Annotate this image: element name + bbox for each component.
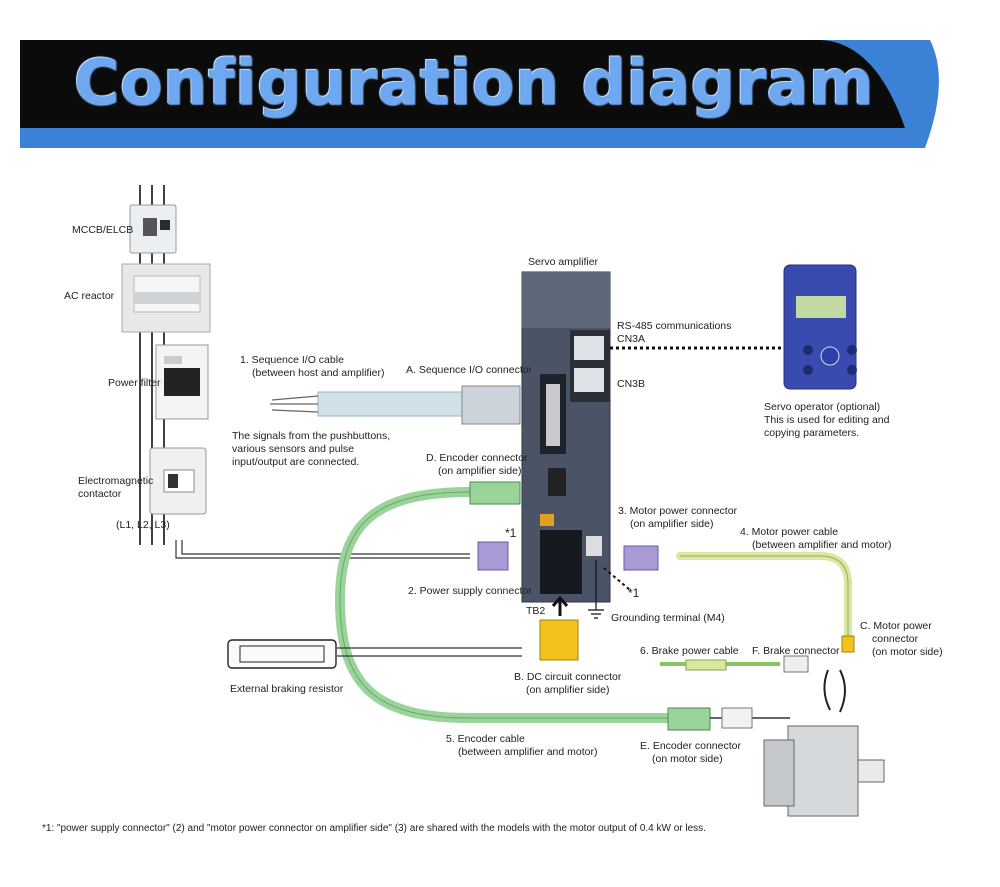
- page-title: Configuration diagram: [74, 46, 874, 119]
- sequence-io-cable: [270, 385, 521, 425]
- label-sequence-cable: 1. Sequence I/O cable (between host and …: [240, 354, 385, 379]
- label-rs485: RS-485 communications: [617, 320, 732, 332]
- power-supply-connector: [477, 541, 509, 571]
- label-power-supply-connector: 2. Power supply connector: [408, 585, 532, 597]
- label-motor-power-connector-amp: 3. Motor power connector (on amplifier s…: [618, 505, 738, 530]
- external-braking-resistor: [227, 639, 337, 669]
- label-cn3a: CN3A: [617, 333, 646, 345]
- dc-circuit-connector: [539, 619, 579, 661]
- motor-power-connector-amp: [623, 545, 659, 571]
- label-ac-reactor: AC reactor: [64, 290, 115, 302]
- label-mccb: MCCB/ELCB: [72, 224, 134, 236]
- label-dc-circuit-connector: B. DC circuit connector (on amplifier si…: [514, 671, 622, 696]
- contactor-device: [149, 447, 207, 515]
- label-sequence-connector: A. Sequence I/O connector: [406, 364, 533, 376]
- label-star1-motor: *1: [628, 586, 640, 600]
- power-filter-device: [155, 344, 209, 420]
- title-banner: [20, 40, 939, 148]
- label-encoder-connector-motor: E. Encoder connector (on motor side): [640, 740, 741, 765]
- ac-reactor-device: [121, 263, 211, 333]
- mccb-device: [129, 204, 177, 254]
- encoder-connector-motor: [667, 707, 711, 731]
- brake-connector: [783, 655, 809, 673]
- label-encoder-cable: 5. Encoder cable (between amplifier and …: [446, 733, 598, 758]
- label-external-braking-resistor: External braking resistor: [230, 683, 344, 695]
- encoder-connector-amp: [469, 481, 521, 505]
- label-star1-power-supply: *1: [505, 526, 517, 540]
- label-motor-power-cable: 4. Motor power cable (between amplifier …: [740, 526, 892, 551]
- label-encoder-connector-amp: D. Encoder connector (on amplifier side): [426, 452, 528, 477]
- label-contactor: Electromagnetic contactor: [78, 475, 154, 500]
- servo-amplifier: [521, 271, 611, 603]
- label-servo-operator: Servo operator (optional) This is used f…: [764, 401, 890, 439]
- label-grounding: Grounding terminal (M4): [611, 612, 725, 624]
- label-cn3b: CN3B: [617, 378, 646, 390]
- label-tb2: TB2: [526, 605, 546, 617]
- label-power-filter: Power filter: [108, 377, 161, 389]
- label-servo-amplifier: Servo amplifier: [528, 256, 599, 268]
- servo-motor: [763, 669, 885, 817]
- label-motor-power-connector-motor: C. Motor power connector (on motor side): [860, 620, 943, 658]
- motor-power-cable: [676, 552, 852, 644]
- label-l123: (L1, L2, L3): [116, 519, 170, 531]
- label-brake-power-cable: 6. Brake power cable: [640, 645, 739, 657]
- label-brake-connector: F. Brake connector: [752, 645, 840, 657]
- servo-operator: [783, 264, 857, 390]
- footnote: *1: "power supply connector" (2) and "mo…: [42, 823, 706, 834]
- label-signals: The signals from the pushbuttons, variou…: [232, 430, 391, 468]
